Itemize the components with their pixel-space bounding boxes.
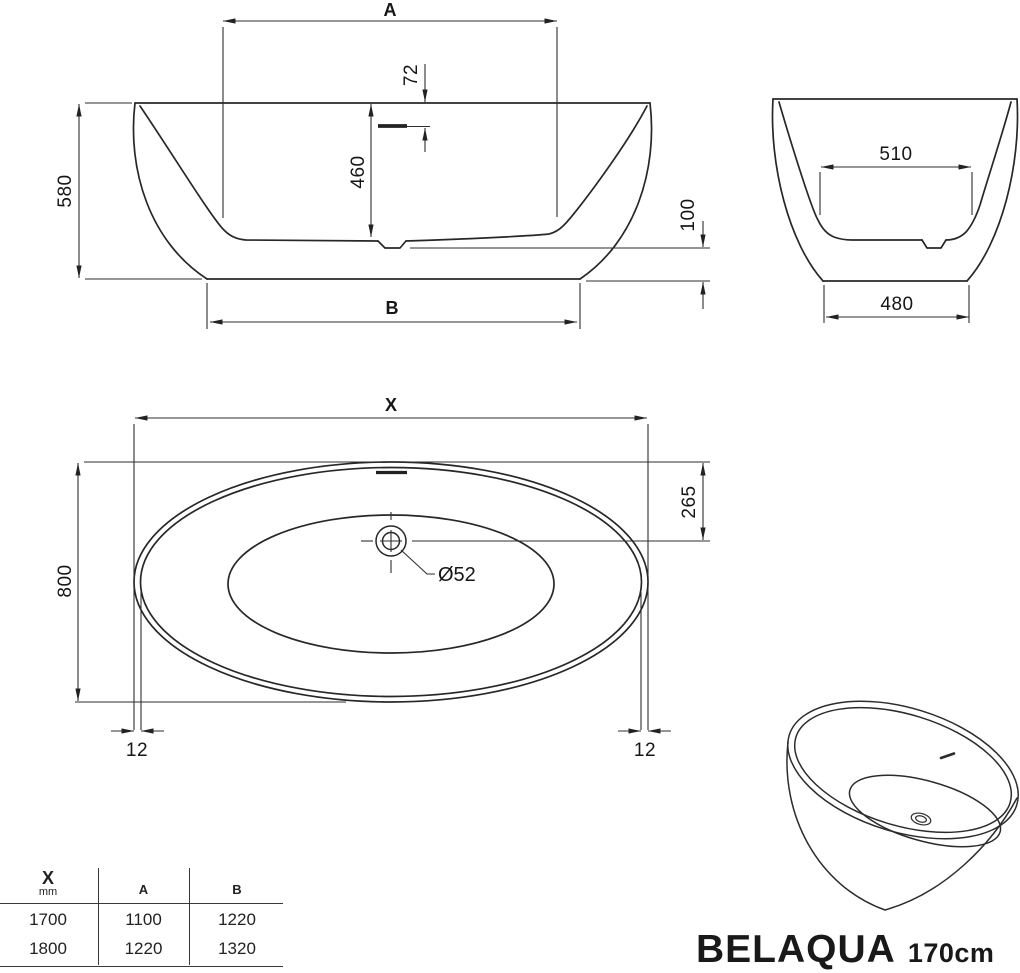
dim-label-a: A (384, 0, 397, 20)
front-view-drawing: A 72 460 580 100 B (55, 0, 710, 329)
table-row1-a: 1100 (125, 910, 162, 929)
table-row2-x: 1800 (29, 939, 67, 958)
dim-label-x: X (385, 395, 397, 415)
product-size: 170cm (907, 938, 995, 968)
plan-drain: Ø52 (361, 512, 476, 586)
end-view-drawing: 510 480 (771, 98, 1019, 323)
dim-label-580: 580 (55, 174, 76, 207)
perspective-view-drawing (786, 700, 1019, 911)
product-title: BELAQUA 170cm (696, 928, 994, 972)
table-header-a: A (138, 882, 149, 897)
table-bottom-rule (0, 966, 283, 968)
dim-label-12-right: 12 (634, 740, 656, 761)
dim-label-100: 100 (678, 198, 699, 231)
table-row1-b: 1220 (218, 910, 256, 929)
table-header-x: X mm (0, 868, 96, 898)
dim-label-510: 510 (879, 144, 912, 165)
table-row2-a: 1220 (124, 939, 163, 958)
dim-label-265: 265 (679, 485, 700, 518)
plan-view-drawing: Ø52 X 12 12 800 265 (55, 395, 710, 761)
dim-label-drain-diameter: Ø52 (438, 564, 476, 586)
dim-label-460: 460 (348, 155, 369, 188)
table-header-rule (0, 903, 283, 905)
front-drain-notch (377, 240, 407, 249)
table-divider-2 (189, 868, 191, 965)
product-name: BELAQUA (696, 928, 896, 971)
table-row1-x: 1700 (29, 910, 67, 929)
dim-label-480: 480 (880, 294, 913, 315)
table-header-b: B (232, 882, 242, 897)
dim-label-800: 800 (55, 564, 76, 597)
perspective-drain (910, 812, 932, 826)
table-header-x-label: X (41, 868, 54, 888)
dim-label-72: 72 (401, 64, 422, 86)
table-row2-b: 1320 (218, 939, 256, 958)
table-divider-1 (98, 868, 100, 965)
dim-label-12-left: 12 (126, 740, 148, 761)
table-header-x-unit: mm (38, 886, 58, 898)
perspective-overflow-slot (939, 752, 956, 760)
dim-label-b: B (386, 298, 399, 318)
end-drain-notch (921, 239, 947, 249)
